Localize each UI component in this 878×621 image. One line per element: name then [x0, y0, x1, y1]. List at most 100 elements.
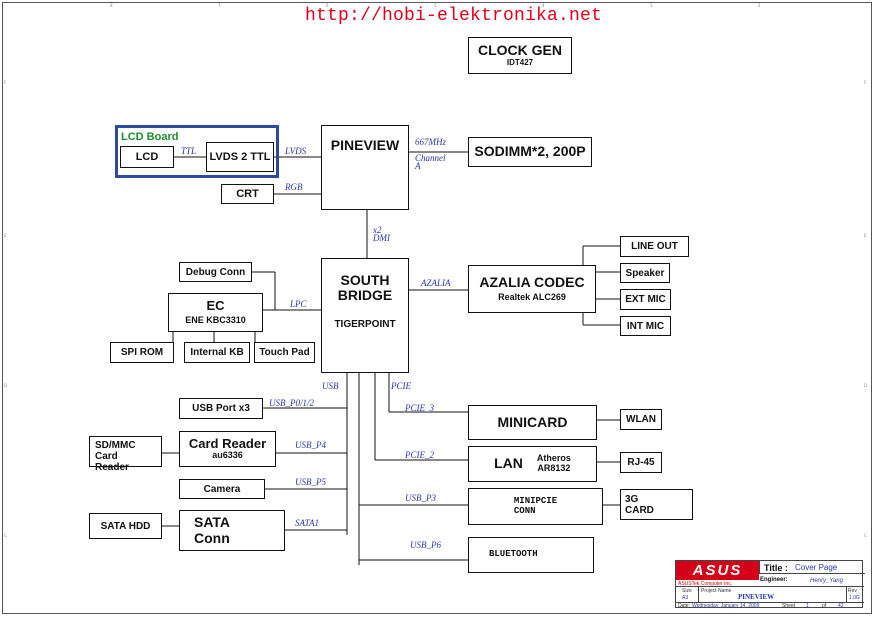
- frame-tick-side-B: E: [4, 233, 7, 238]
- sd-mmc-block: SD/MMC Card Reader: [89, 436, 162, 473]
- signal-channel-a: A: [415, 161, 421, 171]
- signal-usb-p6: USB_P6: [410, 540, 441, 550]
- frame-tick-side-right-B: E: [864, 233, 867, 238]
- sd-mmc-line3: Reader: [95, 462, 129, 473]
- signal-ttl: TTL: [181, 146, 197, 156]
- of-value: 42: [838, 603, 844, 609]
- debug-conn-block: Debug Conn: [179, 262, 252, 282]
- bluetooth-block: BLUETOOTH: [468, 537, 594, 573]
- frame-tick-top-6: 6: [326, 3, 329, 8]
- usb-port-block: USB Port x3: [179, 398, 263, 419]
- ext-mic-block: EXT MIC: [620, 289, 671, 310]
- sata-hdd-block: SATA HDD: [89, 513, 162, 539]
- lvds2ttl-block: LVDS 2 TTL: [206, 142, 274, 172]
- line-out-block: LINE OUT: [620, 236, 689, 257]
- card-reader-block: Card Reader au6336: [179, 431, 276, 467]
- rev-value: 1.0G: [849, 595, 860, 601]
- drawing-frame: [2, 2, 872, 614]
- minicard-block: MINICARD: [468, 405, 597, 440]
- signal-channel: Channel: [415, 153, 446, 163]
- sd-mmc-line1: SD/MMC: [95, 440, 136, 451]
- title-label: Title :: [764, 563, 788, 573]
- south-bridge-title-1: SOUTH: [340, 272, 390, 288]
- internal-kb-block: Internal KB: [184, 342, 250, 363]
- sheet-label: Sheet: [782, 603, 796, 609]
- ec-sub: ENE KBC3310: [185, 314, 246, 325]
- card-3g-line1: 3G: [625, 493, 639, 505]
- signal-usb-p3: USB_P3: [405, 493, 436, 503]
- speaker-block: Speaker: [620, 263, 670, 283]
- signal-usb-p012: USB_P0/1/2: [269, 398, 314, 408]
- lcd-board-label: LCD Board: [121, 131, 179, 143]
- signal-x2: x2: [373, 225, 382, 235]
- watermark-url: http://hobi-elektronika.net: [305, 6, 603, 26]
- card-reader-sub: au6336: [212, 450, 243, 461]
- minipcie-block: MINIPCIE CONN: [468, 488, 603, 525]
- azalia-codec-sub: Realtek ALC269: [498, 291, 566, 302]
- frame-tick-top-8: 8: [110, 3, 113, 8]
- company-name: ASUSTek Computer Inc.: [678, 581, 733, 587]
- sd-mmc-line2: Card: [95, 451, 118, 462]
- lcd-block: LCD: [120, 146, 174, 168]
- signal-pcie: PCIE: [391, 381, 411, 391]
- azalia-codec-title: AZALIA CODEC: [479, 274, 585, 291]
- frame-tick-side-right-D: C: [864, 533, 867, 538]
- project-value: PINEVIEW: [738, 593, 775, 601]
- pineview-block: PINEVIEW: [321, 125, 409, 210]
- signal-usb-p5: USB_P5: [295, 477, 326, 487]
- lan-block: LAN Atheros AR8132: [468, 446, 597, 482]
- camera-block: Camera: [179, 479, 265, 499]
- spi-rom-block: SPI ROM: [110, 342, 174, 363]
- signal-usb-p4: USB_P4: [295, 440, 326, 450]
- signal-667mhz: 667MHz: [415, 137, 446, 147]
- rj45-block: RJ-45: [620, 452, 662, 473]
- signal-pcie-2: PCIE_2: [405, 450, 434, 460]
- engineer-value: Henry_Yang: [810, 578, 843, 584]
- sodimm-block: SODIMM*2, 200P: [468, 137, 592, 167]
- ec-title: EC: [206, 298, 225, 314]
- lan-sub-2: AR8132: [537, 463, 571, 473]
- signal-pcie-3: PCIE_3: [405, 403, 434, 413]
- azalia-codec-block: AZALIA CODEC Realtek ALC269: [468, 265, 596, 313]
- card-reader-title: Card Reader: [188, 435, 267, 451]
- engineer-label: Engineer:: [760, 577, 788, 583]
- sata-conn-block: SATA Conn: [179, 510, 285, 551]
- frame-tick-top-2: 2: [758, 3, 761, 8]
- signal-dmi: DMI: [373, 233, 390, 243]
- sata-conn-title-2: Conn: [194, 529, 230, 546]
- date-label: Date:: [678, 603, 690, 609]
- south-bridge-title-2: BRIDGE: [337, 287, 393, 304]
- ec-block: EC ENE KBC3310: [168, 293, 263, 332]
- touch-pad-block: Touch Pad: [254, 342, 315, 363]
- date-value: Wednesday, January 14, 2009: [692, 603, 760, 609]
- signal-usb: USB: [322, 381, 339, 391]
- signal-lpc: LPC: [290, 299, 307, 309]
- crt-block: CRT: [221, 184, 274, 204]
- frame-tick-side-right-A: F: [864, 80, 867, 85]
- card-3g-line2: CARD: [625, 504, 654, 516]
- signal-sata1: SATA1: [295, 518, 319, 528]
- title-block: ASUS ASUSTek Computer Inc. Title : Cover…: [675, 560, 865, 609]
- frame-tick-top-7: 7: [218, 3, 221, 8]
- frame-tick-top-5: 5: [434, 3, 437, 8]
- lcd-board-group: [115, 125, 279, 178]
- lan-title: LAN: [494, 455, 523, 472]
- rev-label: Rev: [848, 588, 857, 594]
- clock-gen-title: CLOCK GEN: [478, 42, 562, 59]
- minipcie-line2: CONN: [513, 505, 536, 516]
- wlan-block: WLAN: [620, 409, 662, 430]
- int-mic-block: INT MIC: [620, 316, 671, 336]
- frame-tick-side-right-C: D: [864, 383, 868, 388]
- clock-gen-block: CLOCK GEN IDT427: [468, 37, 572, 74]
- sheet-value: 1: [806, 603, 809, 609]
- signal-lvds: LVDS: [285, 146, 307, 156]
- signal-azalia: AZALIA: [421, 278, 451, 288]
- signal-rgb: RGB: [285, 182, 303, 192]
- frame-tick-side-D: C: [4, 533, 7, 538]
- minipcie-line1: MINIPCIE: [513, 495, 558, 506]
- frame-tick-side-C: D: [4, 383, 8, 388]
- size-label: Size: [682, 588, 692, 594]
- clock-gen-sub: IDT427: [506, 57, 534, 67]
- size-value: A3: [682, 595, 689, 601]
